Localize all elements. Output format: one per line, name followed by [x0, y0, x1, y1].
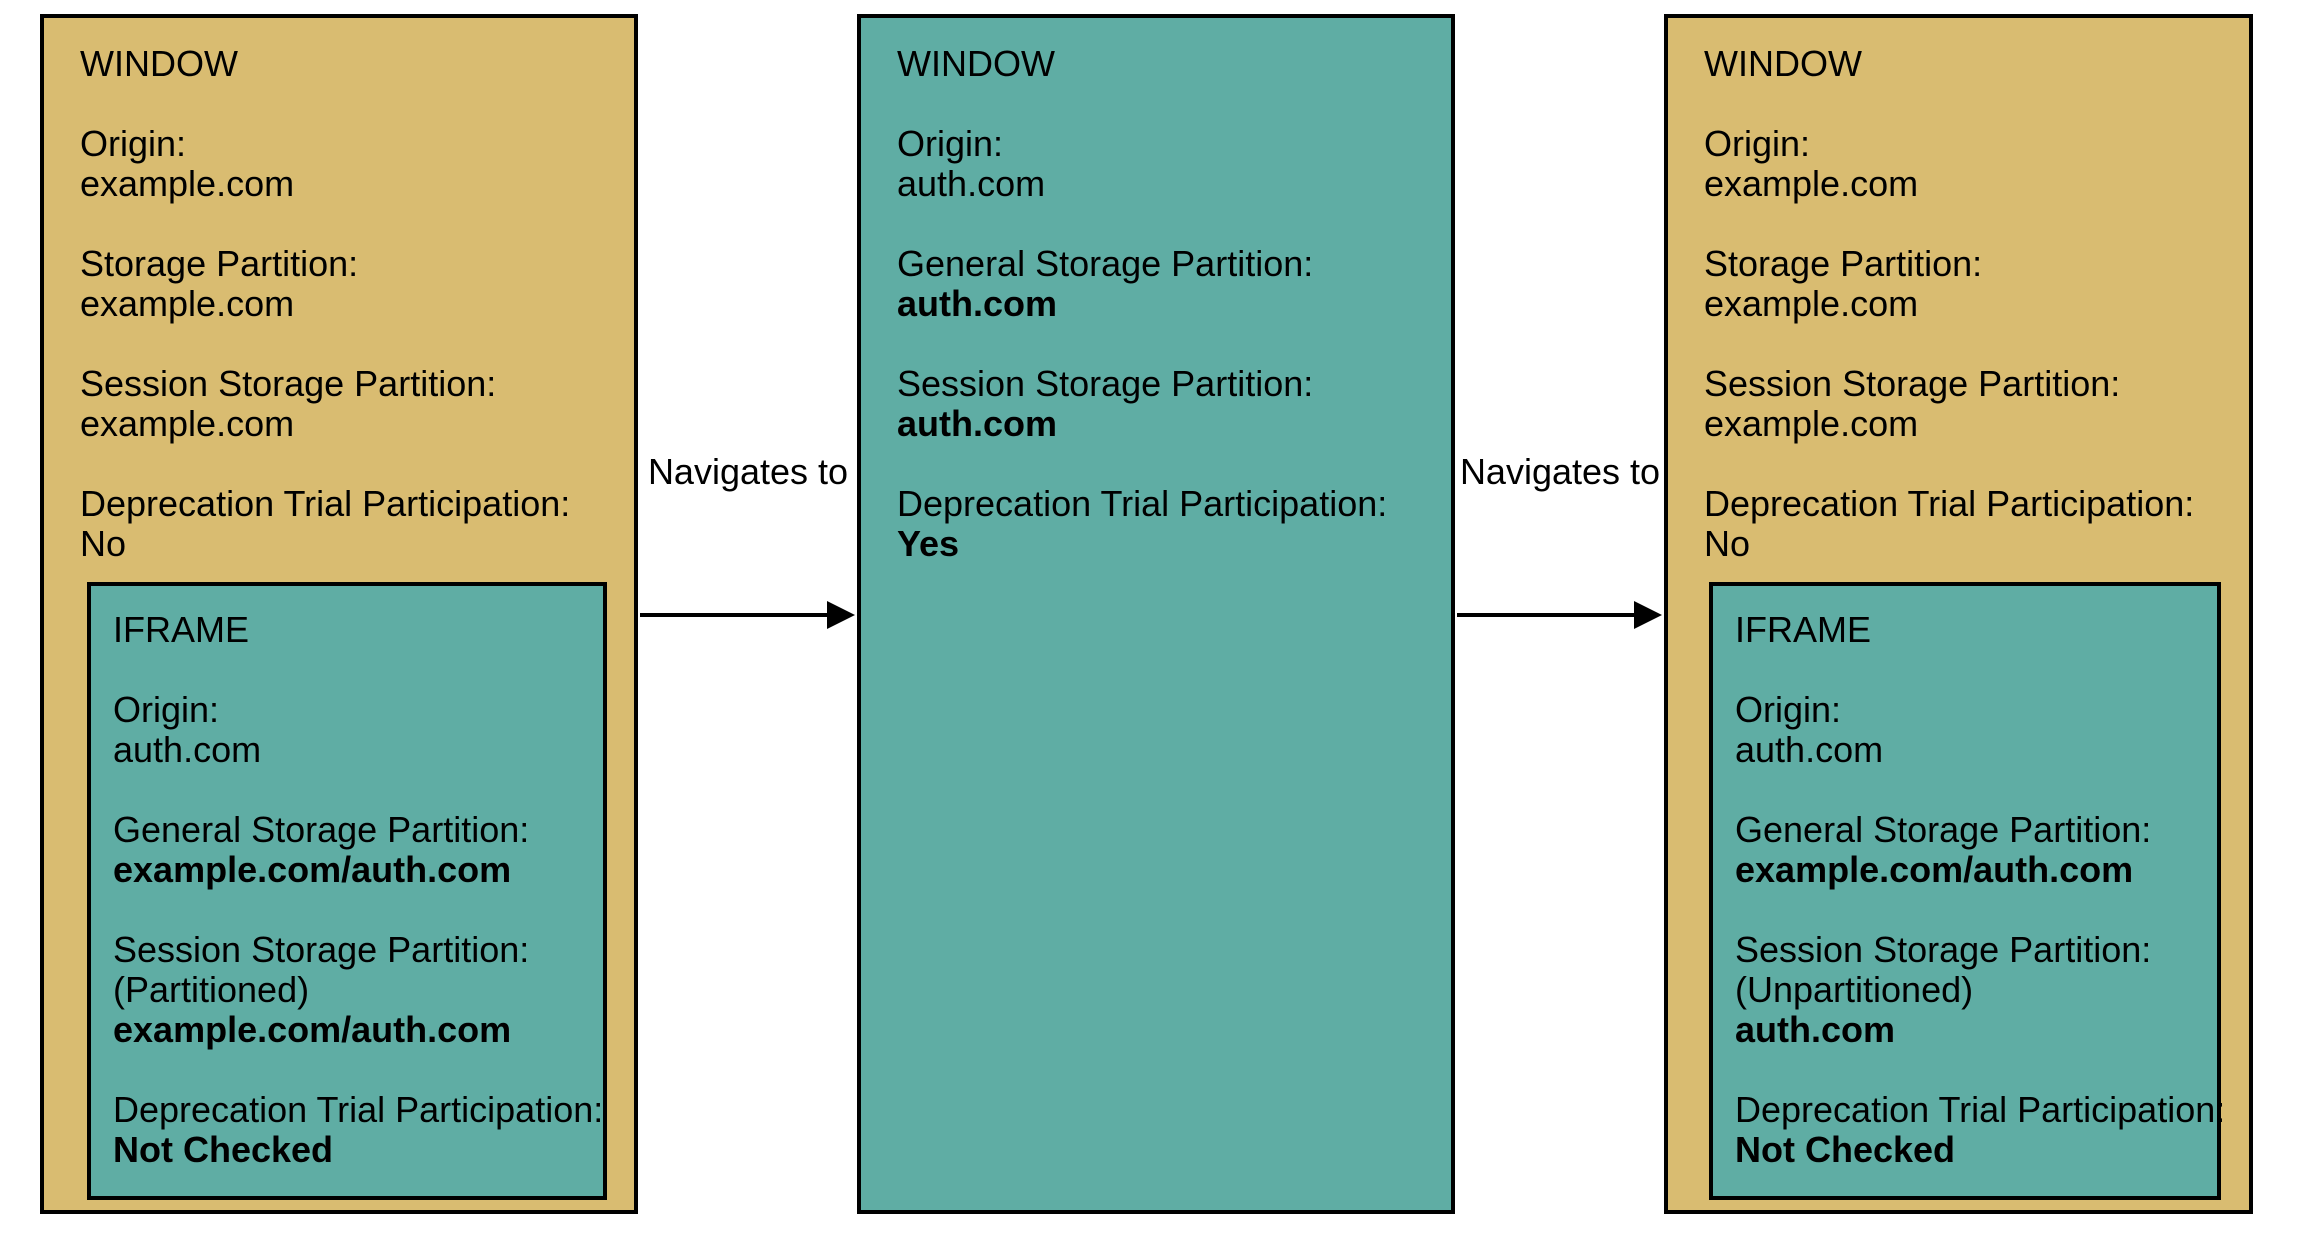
- window-title: WINDOW: [1704, 43, 1862, 84]
- deprecation-trial-field: Deprecation Trial Participation: Yes: [897, 484, 1431, 564]
- navigation-arrow: [1457, 599, 1662, 631]
- iframe-title: IFRAME: [113, 609, 250, 650]
- iframe-session-storage-note: (Unpartitioned): [1735, 969, 1974, 1010]
- general-storage-partition-label: General Storage Partition:: [897, 243, 1314, 284]
- iframe-deprecation-trial-field: Deprecation Trial Participation: Not Che…: [113, 1089, 604, 1170]
- iframe-origin-value: auth.com: [113, 729, 262, 770]
- iframe-general-storage-value: example.com/auth.com: [1735, 849, 2134, 890]
- iframe-general-storage-field: General Storage Partition: example.com/a…: [1735, 810, 2201, 890]
- deprecation-trial-field: Deprecation Trial Participation: No: [80, 484, 614, 564]
- window-box-middle: WINDOW Origin: auth.com General Storage …: [857, 14, 1455, 1214]
- window-box-right: WINDOW Origin: example.com Storage Parti…: [1664, 14, 2253, 1214]
- navigates-to-label: Navigates to: [1459, 451, 1661, 492]
- iframe-deprecation-trial-field: Deprecation Trial Participation: Not Che…: [1735, 1089, 2226, 1170]
- arrow-head-icon: [1634, 601, 1662, 629]
- arrow-line: [1457, 613, 1640, 617]
- iframe-origin-field: Origin: auth.com: [1735, 690, 2201, 770]
- arrow-head-icon: [827, 601, 855, 629]
- iframe-general-storage-field: General Storage Partition: example.com/a…: [113, 810, 587, 890]
- iframe-deprecation-trial-value: Not Checked: [1735, 1129, 1956, 1170]
- origin-label: Origin:: [897, 123, 1004, 164]
- deprecation-trial-field: Deprecation Trial Participation: No: [1704, 484, 2229, 564]
- deprecation-trial-value: No: [1704, 523, 1751, 564]
- deprecation-trial-value: Yes: [897, 523, 960, 564]
- iframe-general-storage-label: General Storage Partition:: [113, 809, 530, 850]
- iframe-box-left: IFRAME Origin: auth.com General Storage …: [87, 582, 607, 1200]
- iframe-origin-value: auth.com: [1735, 729, 1884, 770]
- origin-field: Origin: example.com: [1704, 124, 2229, 204]
- session-storage-partition-label: Session Storage Partition:: [1704, 363, 2121, 404]
- window-title: WINDOW: [897, 43, 1055, 84]
- origin-value: auth.com: [897, 163, 1046, 204]
- session-storage-partition-value: auth.com: [897, 403, 1058, 444]
- iframe-session-storage-value: auth.com: [1735, 1009, 1896, 1050]
- navigates-to-label: Navigates to: [647, 451, 849, 492]
- origin-field: Origin: auth.com: [897, 124, 1431, 204]
- origin-value: example.com: [1704, 163, 1919, 204]
- navigation-arrow: [640, 599, 855, 631]
- arrow-line: [640, 613, 833, 617]
- storage-partition-label: Storage Partition:: [1704, 243, 1983, 284]
- iframe-session-storage-value: example.com/auth.com: [113, 1009, 512, 1050]
- deprecation-trial-label: Deprecation Trial Participation:: [1704, 483, 2195, 524]
- origin-value: example.com: [80, 163, 295, 204]
- iframe-general-storage-label: General Storage Partition:: [1735, 809, 2152, 850]
- iframe-deprecation-trial-label: Deprecation Trial Participation:: [1735, 1089, 2226, 1130]
- session-storage-partition-label: Session Storage Partition:: [897, 363, 1314, 404]
- session-storage-partition-value: example.com: [80, 403, 295, 444]
- session-storage-partition-field: Session Storage Partition: example.com: [1704, 364, 2229, 444]
- session-storage-partition-field: Session Storage Partition: example.com: [80, 364, 614, 444]
- origin-label: Origin:: [1704, 123, 1811, 164]
- iframe-session-storage-field: Session Storage Partition: (Unpartitione…: [1735, 930, 2201, 1050]
- deprecation-trial-label: Deprecation Trial Participation:: [897, 483, 1388, 524]
- iframe-session-storage-field: Session Storage Partition: (Partitioned)…: [113, 930, 587, 1050]
- storage-partition-value: example.com: [1704, 283, 1919, 324]
- iframe-origin-label: Origin:: [113, 689, 220, 730]
- deprecation-trial-value: No: [80, 523, 127, 564]
- general-storage-partition-value: auth.com: [897, 283, 1058, 324]
- iframe-origin-field: Origin: auth.com: [113, 690, 587, 770]
- iframe-session-storage-label: Session Storage Partition:: [113, 929, 530, 970]
- iframe-deprecation-trial-value: Not Checked: [113, 1129, 334, 1170]
- iframe-box-right: IFRAME Origin: auth.com General Storage …: [1709, 582, 2226, 1200]
- iframe-session-storage-note: (Partitioned): [113, 969, 310, 1010]
- general-storage-partition-field: General Storage Partition: auth.com: [897, 244, 1431, 324]
- storage-partition-value: example.com: [80, 283, 295, 324]
- session-storage-partition-label: Session Storage Partition:: [80, 363, 497, 404]
- session-storage-partition-value: example.com: [1704, 403, 1919, 444]
- window-box-left: WINDOW Origin: example.com Storage Parti…: [40, 14, 638, 1214]
- origin-label: Origin:: [80, 123, 187, 164]
- deprecation-trial-label: Deprecation Trial Participation:: [80, 483, 571, 524]
- session-storage-partition-field: Session Storage Partition: auth.com: [897, 364, 1431, 444]
- storage-partition-field: Storage Partition: example.com: [1704, 244, 2229, 324]
- iframe-general-storage-value: example.com/auth.com: [113, 849, 512, 890]
- origin-field: Origin: example.com: [80, 124, 614, 204]
- iframe-title: IFRAME: [1735, 609, 1872, 650]
- iframe-session-storage-label: Session Storage Partition:: [1735, 929, 2152, 970]
- iframe-deprecation-trial-label: Deprecation Trial Participation:: [113, 1089, 604, 1130]
- window-title: WINDOW: [80, 43, 238, 84]
- storage-partition-field: Storage Partition: example.com: [80, 244, 614, 324]
- iframe-origin-label: Origin:: [1735, 689, 1842, 730]
- storage-partition-label: Storage Partition:: [80, 243, 359, 284]
